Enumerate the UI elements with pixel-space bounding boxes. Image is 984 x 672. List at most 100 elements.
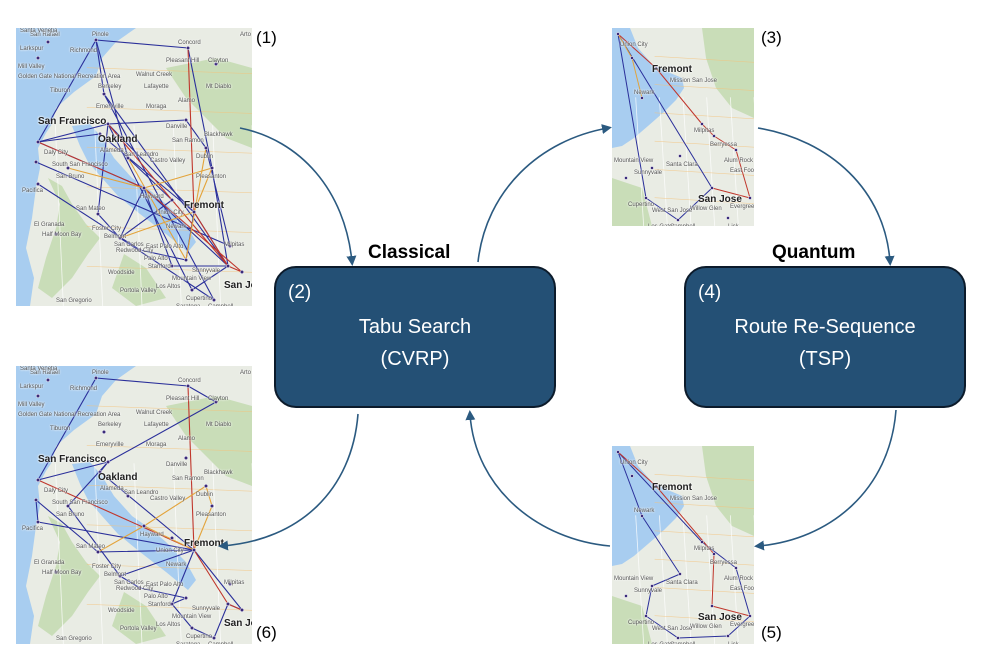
stop-marker	[213, 61, 219, 67]
tabu-search-box: (2) Tabu Search (CVRP)	[274, 266, 556, 408]
map-park-area	[166, 58, 252, 148]
route-line	[97, 525, 145, 553]
map-highway	[654, 140, 754, 148]
map-highway	[86, 524, 252, 532]
map-road	[54, 125, 64, 306]
stop-marker	[213, 399, 219, 405]
tabu-search-title: Tabu Search	[358, 316, 472, 338]
map-highway	[86, 405, 252, 413]
map-highway	[86, 603, 252, 611]
map-road	[133, 463, 143, 644]
map-highway	[86, 67, 252, 75]
stop-marker	[101, 91, 107, 97]
map-water	[16, 366, 196, 644]
stop-marker	[125, 493, 131, 499]
map-water	[16, 28, 196, 306]
stop-marker	[630, 56, 634, 60]
map-road	[54, 463, 64, 644]
stop-marker	[93, 375, 99, 381]
map-road	[729, 515, 739, 644]
map-park-area	[38, 178, 100, 298]
map-highway	[654, 473, 754, 481]
map-highway	[86, 265, 252, 273]
stop-marker	[95, 549, 101, 555]
quantum-label: Quantum	[772, 242, 856, 263]
arrow-route-to-map5	[754, 409, 897, 551]
map-highway	[654, 84, 754, 91]
stop-marker	[676, 218, 680, 222]
stop-marker	[700, 122, 704, 126]
route-line	[37, 47, 243, 273]
map-park-area	[112, 254, 166, 306]
stop-marker	[35, 393, 41, 399]
map-road	[212, 463, 222, 644]
route-resequence-title: Route Re-Sequence	[734, 316, 916, 338]
stop-marker	[211, 635, 217, 641]
stop-marker	[734, 148, 738, 152]
map-water	[612, 446, 684, 566]
map-water	[612, 28, 684, 148]
panel-number-1: (1)	[256, 28, 277, 47]
stop-marker	[712, 134, 716, 138]
map-road	[133, 125, 143, 306]
stop-marker	[101, 429, 107, 435]
stop-marker	[35, 139, 41, 145]
map-highway	[86, 186, 252, 194]
stop-marker	[95, 211, 101, 217]
stop-marker	[33, 159, 39, 165]
stop-marker	[676, 636, 680, 640]
map-park-area	[38, 516, 100, 636]
map-graphic	[16, 28, 252, 306]
tsp-label: (TSP)	[798, 348, 852, 370]
stop-marker	[35, 477, 41, 483]
panel-number-3: (3)	[761, 28, 782, 47]
stop-marker	[209, 165, 215, 171]
stop-marker	[624, 594, 628, 598]
map-park-area	[612, 178, 652, 226]
route-line	[95, 39, 215, 301]
arrow-tabu-to-map3	[477, 124, 612, 263]
stop-marker	[726, 634, 730, 638]
map-road	[706, 515, 716, 644]
stop-marker	[169, 601, 175, 607]
stop-marker	[189, 625, 195, 631]
stop-marker	[35, 519, 41, 525]
stop-marker	[640, 96, 644, 100]
stop-marker	[45, 377, 51, 383]
stop-marker	[117, 573, 123, 579]
stop-marker	[700, 540, 704, 544]
stop-marker	[183, 117, 189, 123]
map-highway	[654, 587, 754, 594]
stop-marker	[654, 484, 658, 488]
cvrp-label: (CVRP)	[380, 348, 450, 370]
stop-marker	[35, 181, 41, 187]
stop-marker	[141, 523, 147, 529]
stop-marker	[185, 45, 191, 51]
stop-marker	[710, 186, 714, 190]
stop-marker	[203, 483, 209, 489]
map-highway	[86, 226, 252, 233]
route-line	[37, 479, 195, 551]
stop-marker	[45, 39, 51, 45]
stop-marker	[35, 55, 41, 61]
map-graphic	[16, 366, 252, 644]
map-highway	[86, 484, 252, 492]
stop-marker	[137, 247, 143, 253]
route-resequence-box: (4) Route Re-Sequence (TSP)	[684, 266, 966, 408]
map-road	[729, 97, 739, 226]
stop-marker	[712, 552, 716, 556]
map-graphic	[612, 446, 754, 644]
classical-label: Classical	[368, 242, 451, 263]
arrow-map5-to-tabu	[465, 410, 611, 547]
stop-marker	[227, 581, 233, 587]
stop-marker	[33, 497, 39, 503]
stop-marker	[211, 297, 217, 303]
stop-marker	[97, 469, 103, 475]
map-highway	[86, 445, 252, 452]
map-highway	[654, 197, 754, 205]
route-line	[67, 461, 195, 577]
stop-marker	[183, 595, 189, 601]
step-2-label: (2)	[288, 282, 312, 303]
